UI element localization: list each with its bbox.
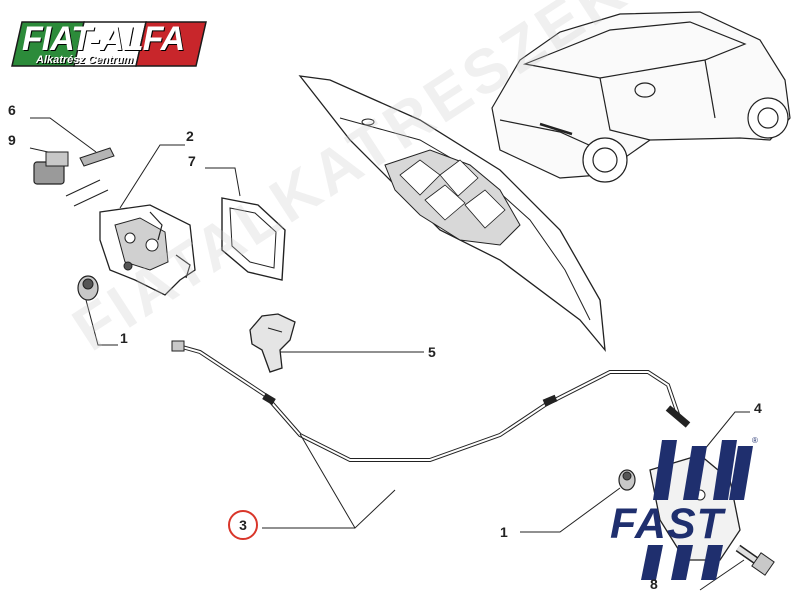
part-7-gasket [205,167,286,281]
part-1-bush [77,275,118,346]
callout-6: 6 [8,102,16,118]
part-9-clip [29,147,69,185]
part-2-latch [99,144,196,296]
brand-logo-text: FIAT-ALFA [22,20,185,58]
bonnet-panel [298,75,606,353]
car-illustration [491,11,791,183]
brand-logo: FIAT-ALFA Alkatrész Centrum [20,18,208,70]
part-3-cable [171,340,691,529]
fast-logo-text: FAST [610,500,724,548]
part-1-lower-bush [520,469,636,533]
fast-logo-bars [641,440,753,580]
callout-3-highlighted: 3 [228,510,258,540]
part-8-bolt [699,544,775,591]
callout-9: 9 [8,132,16,148]
part-5-clip [249,313,424,373]
callout-5: 5 [428,344,436,360]
brand-logo-flag [11,21,207,67]
callout-1-lower: 1 [500,524,508,540]
brand-logo-subtext: Alkatrész Centrum [36,54,134,66]
fast-logo-reg-mark: ® [752,436,758,445]
callout-2: 2 [186,128,194,144]
callout-4: 4 [754,400,762,416]
callout-7: 7 [188,153,196,169]
part-6-strip [30,117,115,207]
callout-1-top: 1 [120,330,128,346]
callout-8: 8 [650,576,658,592]
